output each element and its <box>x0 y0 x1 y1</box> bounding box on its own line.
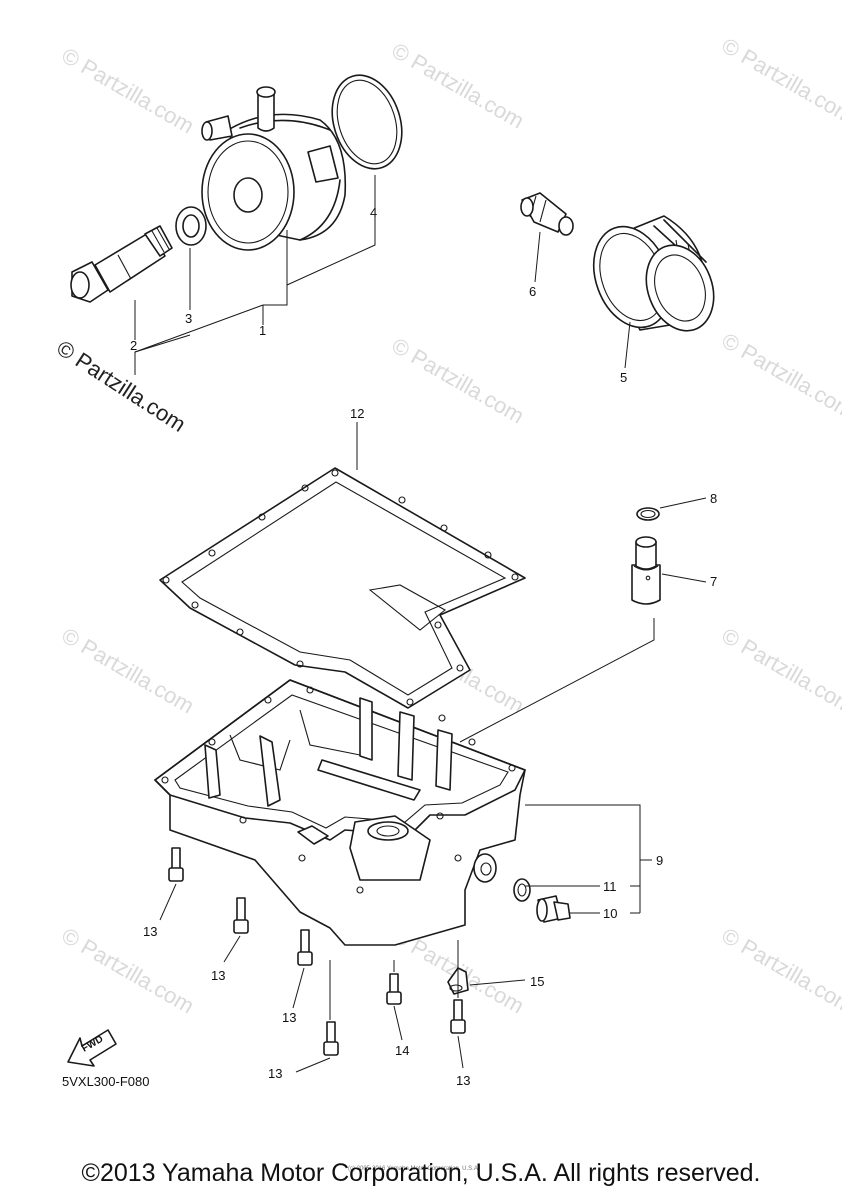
part-1-oil-cooler <box>201 86 347 251</box>
bolt-13 <box>297 929 313 966</box>
part-9-oil-pan <box>154 679 526 946</box>
callout-9: 9 <box>656 853 663 868</box>
small-copyright-notice: (c) 2005-2016 Yamaha Motor Corporation, … <box>348 1166 480 1172</box>
drawing-code: 5VXL300-F080 <box>62 1074 149 1089</box>
callout-3: 3 <box>185 311 192 326</box>
callout-2: 2 <box>130 338 137 353</box>
watermark-text: © Partzilla.com <box>388 38 529 134</box>
part-12-gasket <box>159 467 526 709</box>
bolts <box>168 847 466 1056</box>
part-2-union-bolt <box>70 225 173 303</box>
part-4-o-ring <box>331 74 403 170</box>
bolt-14 <box>386 973 402 1005</box>
watermark-text: © Partzilla.com <box>718 923 842 1019</box>
callout-10: 10 <box>603 906 617 921</box>
callout-5: 5 <box>620 370 627 385</box>
callout-11: 11 <box>603 879 617 894</box>
part-7-pipe <box>631 536 661 605</box>
bolt-13 <box>323 1021 339 1056</box>
watermark-text: © Partzilla.com <box>388 333 529 429</box>
fwd-arrow-icon: FWD <box>67 1029 117 1067</box>
bolt-13 <box>233 897 249 934</box>
part-6-fitting <box>520 192 574 236</box>
watermark-text: © Partzilla.com <box>718 623 842 719</box>
part-11-washer <box>513 878 531 902</box>
bolt-13 <box>168 847 184 882</box>
watermark-text: © Partzilla.com <box>58 43 199 139</box>
watermark-text: © Partzilla.com <box>718 33 842 129</box>
watermark-text: © Partzilla.com <box>58 923 199 1019</box>
bolt-13 <box>450 999 466 1034</box>
part-5-oil-filter <box>592 215 715 332</box>
callout-14: 14 <box>395 1043 409 1058</box>
pan-bolt-holes <box>161 686 516 894</box>
watermark-text: © Partzilla.com <box>718 328 842 424</box>
part-3-washer <box>175 206 207 246</box>
gasket-bolt-holes <box>162 469 519 706</box>
callout-13: 13 <box>143 924 157 939</box>
callout-15: 15 <box>530 974 544 989</box>
part-10-drain-bolt <box>536 895 571 923</box>
copyright-footer: ©2013 Yamaha Motor Corporation, U.S.A. A… <box>81 1159 761 1187</box>
watermark-text: © Partzilla.com <box>58 623 199 719</box>
callout-6: 6 <box>529 284 536 299</box>
leader-lines <box>134 175 707 1073</box>
callout-7: 7 <box>710 574 717 589</box>
callout-13: 13 <box>456 1073 470 1088</box>
callout-13: 13 <box>268 1066 282 1081</box>
callout-8: 8 <box>710 491 717 506</box>
callout-4: 4 <box>370 205 377 220</box>
partzilla-watermark: © Partzilla.com <box>52 335 190 437</box>
part-8-o-ring <box>636 507 660 521</box>
callout-1: 1 <box>259 323 266 338</box>
callout-13: 13 <box>211 968 225 983</box>
callouts: 1 2 3 4 5 6 7 8 9 10 11 12 13 13 13 13 1… <box>130 205 717 1088</box>
callout-13: 13 <box>282 1010 296 1025</box>
callout-12: 12 <box>350 406 364 421</box>
